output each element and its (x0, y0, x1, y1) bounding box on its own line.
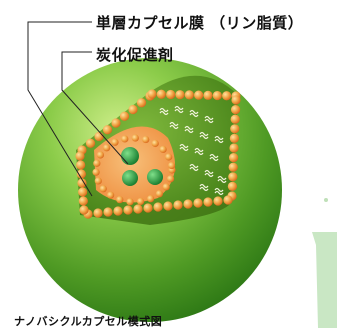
membrane-bead (222, 91, 232, 101)
membrane-bead (229, 143, 239, 153)
membrane-bead (76, 160, 86, 170)
membrane-bead (175, 90, 185, 100)
lipid-tail (159, 107, 169, 116)
lipid-tail (217, 175, 227, 184)
lipid-tail (184, 125, 194, 134)
membrane-bead (136, 98, 147, 108)
membrane-bead (168, 161, 176, 170)
membrane-bead (163, 201, 173, 211)
membrane-bead (102, 125, 113, 135)
lipid-tail (209, 153, 219, 162)
lipid-tails (159, 105, 227, 196)
membrane-bead (136, 197, 145, 206)
membrane-bead (113, 206, 123, 216)
membrane-bead (85, 138, 96, 148)
membrane-beads (75, 89, 241, 219)
promoter-particle (121, 147, 139, 165)
membrane-bead (203, 197, 213, 207)
membrane-bead (103, 207, 113, 217)
membrane-bead (159, 145, 167, 154)
membrane-bead (155, 190, 164, 198)
lipid-tail (169, 121, 179, 130)
promoter-particle (147, 169, 163, 185)
membrane-bead (94, 177, 102, 185)
membrane-bead (194, 90, 204, 100)
membrane-bead (184, 90, 194, 100)
membrane-bead (162, 183, 170, 191)
membrane-bead (111, 138, 119, 146)
membrane-bead (147, 195, 155, 203)
membrane-bead (213, 196, 223, 206)
membrane-bead (166, 89, 176, 100)
membrane-bead (223, 195, 233, 205)
membrane-bead (119, 111, 130, 121)
membrane-bead (165, 153, 173, 161)
promoter-label: 炭化促進剤 (96, 46, 174, 64)
lipid-tail (189, 163, 199, 172)
membrane-bead (116, 196, 124, 204)
membrane-bead (123, 205, 133, 215)
membrane-bead (128, 104, 138, 115)
membrane-bead (166, 175, 175, 183)
membrane-bead (99, 185, 107, 193)
membrane-bead (92, 168, 100, 176)
membrane-bead (76, 169, 86, 179)
background-shape (312, 232, 337, 328)
membrane-bead (203, 90, 213, 100)
cutaway-floor (80, 200, 232, 225)
leader-line-membrane (27, 21, 93, 197)
membrane-bead (227, 181, 237, 191)
promoter-particle (122, 170, 138, 186)
lipid-tail (199, 183, 209, 192)
lipid-tail (189, 109, 199, 118)
membrane-bead (229, 133, 239, 143)
membrane-bead (133, 204, 143, 214)
membrane-bead (111, 118, 121, 128)
membrane-bead (93, 159, 101, 167)
membrane-bead (126, 198, 134, 206)
membrane-bead (230, 114, 240, 124)
membrane-bead (121, 135, 129, 143)
membrane-bead (231, 105, 241, 115)
membrane-bead (228, 172, 238, 182)
membrane-bead (79, 205, 89, 215)
leader-line-promoter (61, 51, 129, 165)
membrane-bead (143, 203, 153, 213)
lipid-tail (214, 187, 224, 196)
membrane-bead (151, 139, 159, 148)
lipid-tail (214, 135, 224, 144)
membrane-bead (228, 162, 238, 172)
membrane-bead (193, 198, 203, 208)
membrane-bead (147, 89, 157, 99)
lipid-tail (204, 169, 214, 178)
membrane-bead (96, 151, 105, 159)
membrane-bead (156, 89, 166, 99)
membrane-bead (231, 95, 241, 105)
diagram-caption: ナノバシクルカプセル模式図 (14, 315, 163, 328)
membrane-bead (153, 202, 163, 212)
lipid-tail (204, 115, 214, 124)
membrane-bead (103, 144, 111, 152)
membrane-bead (77, 178, 87, 188)
membrane-bead (107, 191, 115, 199)
membrane-bead (94, 131, 104, 142)
membrane-bead (78, 187, 88, 197)
membrane-bead (78, 196, 88, 206)
lipid-tail (194, 147, 204, 156)
membrane-bead (75, 151, 85, 161)
membrane-bead (142, 135, 150, 144)
lipid-tail (179, 143, 189, 152)
membrane-bead (173, 200, 183, 210)
membrane-bead (131, 134, 139, 142)
membrane-bead (230, 124, 240, 134)
membrane-bead (212, 90, 222, 101)
membrane-bead (183, 199, 193, 209)
background-dot (324, 198, 328, 202)
membrane-label: 単層カプセル膜 （リン脂質） (96, 14, 304, 32)
membrane-bead (229, 153, 239, 163)
lipid-tail (174, 105, 184, 114)
membrane-bead (93, 208, 103, 218)
lipid-tail (199, 131, 209, 140)
